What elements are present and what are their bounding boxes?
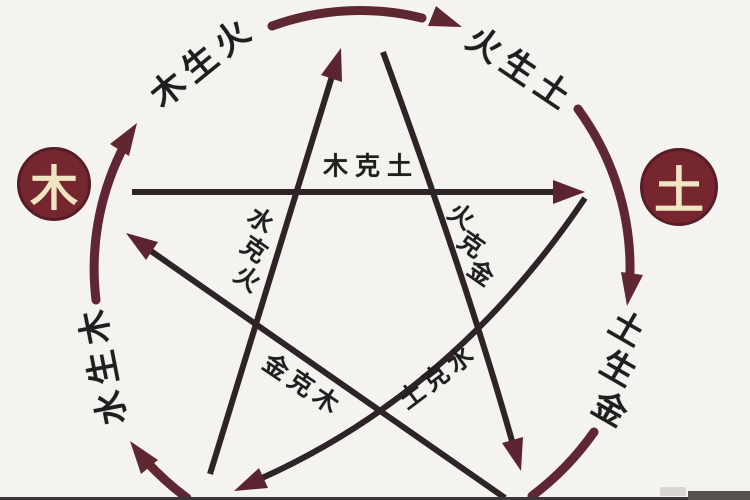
ke-arrowhead-earth-water (234, 468, 268, 491)
ke-line-metal-wood (146, 246, 507, 500)
sheng-cycle-arcs (89, 5, 643, 500)
badge-wood-char: 木 (29, 161, 78, 217)
sheng-arc-metal-to-water (141, 456, 192, 500)
badge-wood: 木 (17, 147, 91, 221)
ke-line-earth-water (260, 196, 588, 481)
ke-arrowhead-wood-earth (553, 180, 585, 204)
ke-arrowhead-metal-wood (126, 233, 158, 260)
badge-earth-char: 土 (654, 162, 704, 220)
label-wood-overcomes-earth: 木克土 (322, 151, 420, 181)
ke-arrowhead-fire-metal (502, 437, 523, 471)
sheng-arrowhead-water-to-wood (110, 123, 137, 156)
bottom-edge-line (0, 497, 750, 500)
sheng-arrowhead-fire-to-earth (621, 272, 643, 306)
sheng-arc-wood-to-fire (267, 5, 427, 31)
ke-line-fire-metal (380, 50, 515, 442)
sheng-arrowhead-metal-to-water (130, 441, 158, 474)
watermark-smudge (660, 487, 686, 496)
badge-earth: 土 (640, 148, 718, 226)
ke-cycle-arrows (126, 48, 588, 500)
bottom-corner-bar (688, 491, 750, 500)
ke-arrowhead-water-fire (321, 48, 342, 82)
sheng-arc-fire-to-earth (573, 104, 635, 278)
sheng-arc-earth-to-metal (527, 427, 599, 500)
ke-line-water-fire (207, 72, 336, 475)
sheng-arrowhead-wood-to-fire (428, 6, 462, 27)
sheng-arc-water-to-wood (89, 147, 126, 305)
